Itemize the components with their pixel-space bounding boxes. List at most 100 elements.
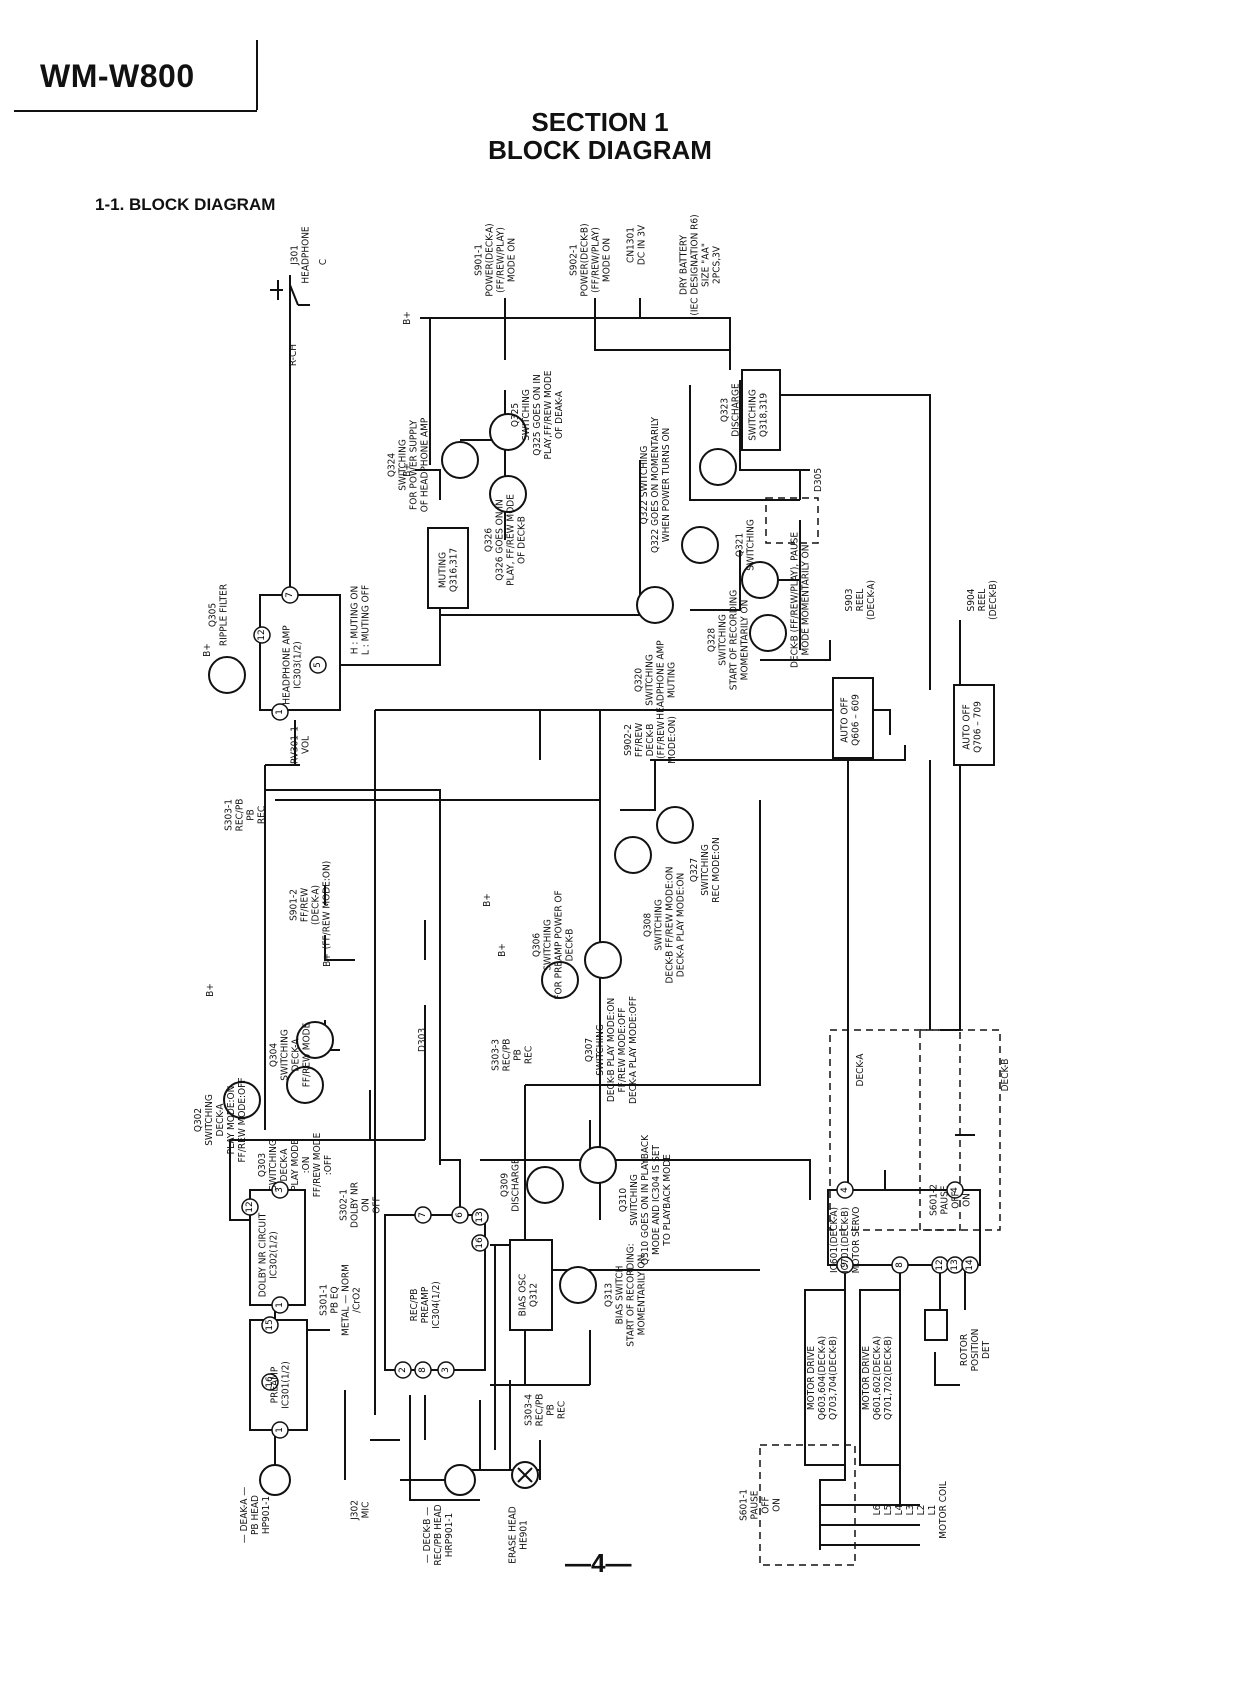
label-line: S303-4 (524, 1394, 535, 1426)
label-line: SWITCHING (629, 1174, 640, 1226)
label-d303: D303 (417, 1028, 428, 1052)
label-line: J302 (350, 1500, 361, 1521)
label-line: DISCHARGE (511, 1158, 522, 1212)
label-line: OFF (951, 1191, 962, 1208)
label-line: HEADPHONE (301, 226, 312, 284)
section-name: BLOCK DIAGRAM (488, 135, 712, 165)
svg-text:6: 6 (455, 1212, 465, 1218)
bplus-marker: B+ (482, 893, 493, 907)
svg-text:7: 7 (418, 1212, 428, 1218)
pin-15: 13 (471, 1208, 489, 1226)
label-line: PREAMP (270, 1366, 281, 1403)
label-line: REC/PB (235, 799, 246, 832)
label-line: Q316,317 (449, 548, 460, 592)
pin-13: 8 (414, 1361, 432, 1379)
label-line: SWITCHING (204, 1094, 215, 1146)
label-line: L : MUTING OFF (361, 585, 372, 655)
label-line: (IEC DESIGNATION R6) (690, 214, 701, 315)
label-line: PAUSE (940, 1185, 951, 1214)
bplus-marker: B+ (202, 643, 213, 657)
label-line: MOTOR SERVO (851, 1207, 862, 1274)
pin-18: 4 (946, 1181, 964, 1199)
label-line: R-CH (288, 344, 299, 366)
label-line: S301-1 (319, 1284, 330, 1316)
label-line: (FF/REW/PLAY) (591, 227, 602, 293)
label-q302: Q302SWITCHINGDECK-APLAY MODE:ONFF/REW MO… (193, 1078, 248, 1163)
label-s901-2: S901-2FF/REW(DECK-A)(FF/REW MODE:ON) (289, 861, 333, 949)
label-line: DECK-B (FF/REW/PLAY), PAUSE (790, 532, 801, 668)
pin-7: 15 (261, 1316, 279, 1334)
label-q309: Q309DISCHARGE (500, 1158, 522, 1212)
label-line: PB (513, 1049, 524, 1061)
label-line: MODE:ON) (667, 716, 678, 764)
label-line: L1 (927, 1505, 938, 1516)
label-q313: Q313BIAS SWITCHSTART OF RECORDING:MOMENT… (604, 1243, 648, 1346)
svg-text:2: 2 (398, 1367, 408, 1373)
label-line: S601-2 (929, 1184, 940, 1216)
label-q305: Q305RIPPLE FILTER (208, 584, 230, 646)
label-line: REC/PB HEAD (433, 1504, 444, 1565)
label-line: MODE ON (602, 238, 613, 282)
label-line: SWITCHING (746, 519, 757, 571)
label-q303: Q303SWITCHINGDECK-APLAY MODE:ONFF/REW MO… (257, 1132, 334, 1197)
label-q304: Q304SWITCHINGDECK-AFF/REW MODE (269, 1022, 313, 1087)
label-s301-1: S301-1PB EQMETAL — NORM/CrO2 (319, 1264, 363, 1336)
label-q327: Q327SWITCHINGREC MODE:ON (689, 837, 722, 902)
label-line: DOLBY NR CIRCUIT (258, 1212, 269, 1297)
label-line: DECK-B (1000, 1059, 1011, 1092)
label-line: ON (962, 1193, 973, 1207)
label-s601-2: S601-2PAUSEOFFON (929, 1184, 973, 1216)
label-line: FF/REW MODE:OFF (237, 1078, 248, 1163)
label-line: Q307 (584, 1038, 595, 1062)
label-line: H : MUTING ON (350, 586, 361, 654)
label-j301: J301HEADPHONE (290, 226, 312, 284)
label-line: MUTING (667, 662, 678, 698)
pin-16: 16 (471, 1234, 489, 1252)
pin-6: 1 (271, 1296, 289, 1314)
label-line: MOMENTARILY ON (637, 1255, 648, 1336)
svg-text:5: 5 (313, 662, 323, 668)
label-line: :OFF (323, 1155, 334, 1175)
label-q306: Q306SWITCHINGFOR PREAMP POWER OFDECK-B (532, 890, 576, 999)
label-line: (FF/REW (656, 721, 667, 759)
label-line: C (318, 259, 329, 265)
label-line: (DECK-A) (866, 580, 877, 620)
label-line: AUTO OFF (840, 697, 851, 743)
label-line: IC303(1/2) (293, 641, 304, 689)
label-line: REEL (855, 589, 866, 612)
label-rotor: ROTORPOSITIONDET (959, 1329, 992, 1372)
label-line: OF DECK-B (517, 516, 528, 564)
label-line: SWITCHING (595, 1024, 606, 1076)
label-line: HE901 (519, 1520, 530, 1550)
label-motor-servo: IC601(DECK-A)IC701(DECK-B)MOTOR SERVO (829, 1207, 862, 1274)
label-line: DECK-A (855, 1053, 866, 1087)
label-line: REC/PB (409, 1289, 420, 1322)
label-q324: Q324SWITCHINGFOR POWER SUPPLYOF HEADPHON… (387, 417, 431, 512)
label-q328: Q328SWITCHINGSTART OF RECORDINGMOMENTARI… (707, 590, 751, 690)
label-motor-drive-b: MOTOR DRIVEQ601,602(DECK-A)Q701,702(DECK… (861, 1336, 894, 1420)
label-line: PLAY MODE:ON (226, 1086, 237, 1155)
label-q310: Q310SWITCHINGQ310 GOES ON IN PLAYBACKMOD… (618, 1134, 673, 1265)
label-line: FOR PREAMP POWER OF (554, 890, 565, 999)
label-line: Q320 (634, 668, 645, 693)
label-line: Q305 (208, 603, 219, 627)
label-line: REEL (977, 589, 988, 612)
label-line: REC (524, 1046, 535, 1064)
label-line: PREAMP (420, 1286, 431, 1323)
label-line: HRP901-1 (444, 1513, 455, 1558)
label-line: OF DEAK-A (554, 390, 565, 439)
label-line: MIC (361, 1502, 372, 1519)
label-line: ON (361, 1198, 372, 1212)
label-muting: MUTINGQ316,317 (438, 548, 460, 592)
pin-3: 1 (271, 703, 289, 721)
svg-text:7: 7 (285, 592, 295, 598)
pin-9: 1 (271, 1421, 289, 1439)
label-d305: D305 (813, 468, 824, 492)
pin-20: 8 (891, 1256, 909, 1274)
svg-text:8: 8 (418, 1367, 428, 1373)
label-headphone-amp: HEADPHONE AMPIC303(1/2) (282, 625, 304, 705)
label-line: S901-1 (474, 244, 485, 276)
label-s903: S903REEL(DECK-A) (844, 580, 877, 620)
label-line: Q303 (257, 1153, 268, 1177)
label-line: DECK-A (279, 1148, 290, 1182)
